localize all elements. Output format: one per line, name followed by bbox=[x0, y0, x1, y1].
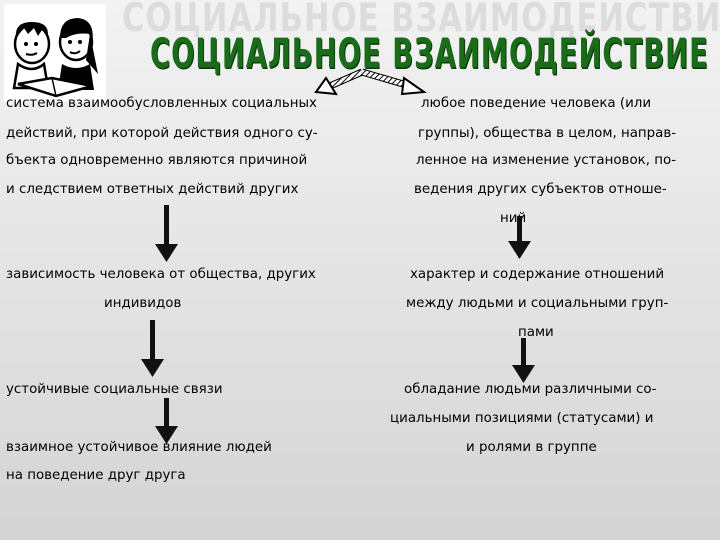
right-definition-line-2: группы), общества в целом, направ- bbox=[418, 126, 676, 142]
right-positions-line-1: обладание людьми различными со- bbox=[404, 382, 656, 398]
title-to-right-arrow bbox=[362, 72, 424, 94]
left-arrow-2 bbox=[141, 320, 164, 377]
left-influence-line-1: взаимное устойчивое влияние людей bbox=[6, 440, 272, 456]
right-relations-line-3: пами bbox=[518, 325, 554, 341]
left-definition-line-3: бъекта одновременно являются причиной bbox=[6, 153, 307, 169]
left-influence-line-2: на поведение друг друга bbox=[6, 468, 186, 484]
right-definition-line-1: любое поведение человека (или bbox=[421, 96, 651, 112]
right-relations-line-1: характер и содержание отношений bbox=[410, 267, 664, 283]
right-arrow-2 bbox=[512, 338, 535, 383]
left-ties: устойчивые социальные связи bbox=[6, 382, 223, 398]
left-definition-line-4: и следствием ответных действий других bbox=[6, 182, 298, 198]
right-relations-line-2: между людьми и социальными груп- bbox=[406, 296, 668, 312]
right-positions-line-2: циальными позициями (статусами) и bbox=[390, 411, 653, 427]
right-definition-line-5: ний bbox=[500, 211, 526, 227]
left-definition-line-1: система взаимообусловленных социальных bbox=[6, 96, 317, 112]
left-definition-line-2: действий, при которой действия одного су… bbox=[6, 126, 318, 142]
right-definition-line-3: ленное на изменение установок, по- bbox=[416, 153, 676, 169]
left-arrow-1 bbox=[155, 205, 178, 262]
left-arrow-3 bbox=[155, 398, 178, 444]
left-dependency-line-1: зависимость человека от общества, других bbox=[6, 267, 316, 283]
title-to-left-arrow bbox=[316, 72, 362, 94]
right-definition-line-4: ведения других субъектов отноше- bbox=[414, 182, 667, 198]
left-dependency-line-2: индивидов bbox=[104, 296, 181, 312]
right-positions-line-3: и ролями в группе bbox=[466, 440, 597, 456]
